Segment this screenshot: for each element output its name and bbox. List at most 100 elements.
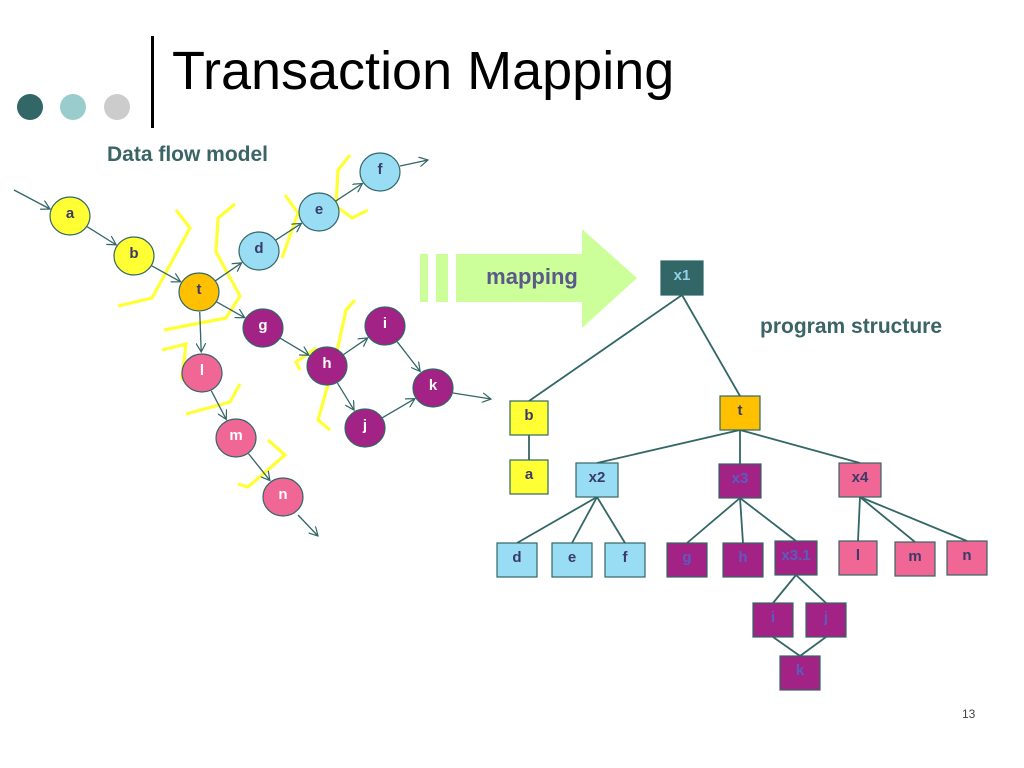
tree-edge-x2-td	[516, 496, 598, 544]
decor-dot-2	[60, 94, 86, 120]
tree-node-x4: x4	[838, 462, 882, 498]
dfd-node-label: i	[383, 315, 387, 332]
dfd-edges	[13, 160, 491, 536]
tree-node-te: e	[551, 542, 593, 578]
dfd-edge-h-i	[343, 338, 367, 356]
tree-node-td: d	[496, 542, 538, 578]
tree-node-tm: m	[894, 541, 936, 577]
tree-edge-x4-tn	[859, 496, 968, 542]
dfd-node-k: k	[412, 368, 454, 408]
dfd-node-f: f	[359, 152, 401, 192]
tree-edge-x2-te	[571, 496, 598, 544]
dfd-node-label: a	[66, 205, 75, 222]
dfd-node-label: t	[197, 281, 202, 298]
tree-node-tj: j	[805, 602, 847, 638]
dfd-node-i: i	[364, 306, 406, 346]
tree-node-label: f	[623, 549, 629, 566]
dfd-node-label: d	[254, 240, 263, 257]
decor-dot-3	[104, 94, 130, 120]
tree-node-x31: x3.1	[774, 540, 818, 576]
arrow-stripe-2	[436, 254, 448, 302]
tree-edge-x31-ti	[772, 574, 797, 604]
dfd-node-h: h	[306, 346, 348, 386]
dfd-node-label: b	[129, 245, 138, 262]
dfd-node-label: k	[429, 377, 438, 394]
dfd-node-t: t	[178, 272, 220, 312]
tree-node-tg: g	[666, 542, 708, 578]
dfd-node-n: n	[262, 477, 304, 517]
dfd-nodes: a b t d e f g h i j k l mn	[49, 152, 454, 517]
dfd-output-flow-k	[452, 392, 491, 399]
tree-node-label: n	[962, 547, 971, 564]
tree-edge-x2-tf	[596, 496, 626, 544]
group-bracket-6	[185, 383, 242, 416]
tree-edge-x3-x31	[739, 497, 797, 542]
tree-edge-x4-tm	[859, 496, 916, 543]
arrow-stripe-1	[420, 254, 428, 302]
program-structure-label: program structure	[760, 315, 943, 338]
tree-node-label: t	[738, 402, 743, 419]
dfd-edge-a-b	[86, 226, 116, 245]
dfd-edge-t-d	[215, 263, 242, 282]
dfd-edge-d-e	[275, 223, 302, 241]
dfd-node-label: f	[378, 161, 384, 178]
tree-node-x3: x3	[718, 463, 762, 499]
dfd-node-label: j	[362, 417, 367, 434]
tree-node-tf: f	[604, 542, 646, 578]
mapping-arrow: mapping	[420, 229, 637, 328]
dfd-node-label: g	[258, 317, 267, 334]
tree-edges	[516, 294, 968, 657]
tree-node-tk: k	[779, 655, 821, 691]
dfd-output-flow-n	[297, 514, 318, 536]
tree-node-label: x3	[732, 470, 749, 487]
tree-node-ti: i	[752, 602, 794, 638]
dfd-input-flow	[13, 189, 50, 209]
tree-node-label: x3.1	[781, 547, 810, 564]
tree-node-x1: x1	[660, 260, 704, 296]
tree-edge-tt-x4	[739, 429, 861, 464]
tree-node-label: e	[568, 549, 576, 566]
tree-edge-x3-tg	[686, 497, 741, 544]
page-number: 13	[962, 707, 976, 721]
group-bracket-1	[117, 209, 192, 308]
tree-node-label: x2	[589, 469, 606, 486]
tree-node-label: l	[856, 547, 860, 564]
dfd-edge-b-t	[151, 265, 180, 282]
tree-node-label: g	[682, 549, 691, 566]
dfd-node-d: d	[238, 231, 280, 271]
mapping-label: mapping	[486, 264, 578, 289]
dfd-edge-l-m	[210, 390, 226, 420]
data-flow-model-label: Data flow model	[107, 143, 269, 166]
arrow-body	[456, 229, 637, 328]
tree-node-x2: x2	[575, 462, 619, 498]
tree-edge-x1-tb	[528, 294, 683, 402]
dfd-node-a: a	[49, 196, 91, 236]
tree-node-label: i	[771, 609, 775, 626]
dfd-node-label: e	[315, 201, 323, 218]
dfd-edge-i-k	[396, 341, 420, 372]
tree-node-th: h	[722, 542, 764, 578]
dfd-edge-m-n	[247, 453, 269, 481]
dfd-node-label: h	[322, 355, 331, 372]
tree-edge-x1-tt	[681, 294, 741, 397]
dfd-node-g: g	[242, 308, 284, 348]
dfd-node-e: e	[298, 192, 340, 232]
tree-edge-ti-tk	[772, 636, 801, 657]
tree-node-label: j	[823, 609, 828, 626]
tree-node-tn: n	[946, 540, 988, 576]
dfd-output-flow-f	[399, 160, 428, 166]
dfd-node-label: l	[200, 362, 204, 379]
tree-node-tt: t	[719, 395, 761, 431]
tree-node-label: x4	[852, 469, 869, 486]
dfd-edge-h-j	[336, 382, 354, 410]
tree-node-label: x1	[674, 267, 691, 284]
tree-node-tb: b	[509, 400, 549, 436]
slide-title: Transaction Mapping	[172, 41, 675, 101]
dfd-node-l: l	[181, 353, 223, 393]
dfd-edge-e-f	[335, 184, 363, 202]
tree-node-tl: l	[838, 540, 878, 576]
group-bracket-2	[163, 202, 242, 332]
dfd-node-m: m	[215, 418, 257, 458]
